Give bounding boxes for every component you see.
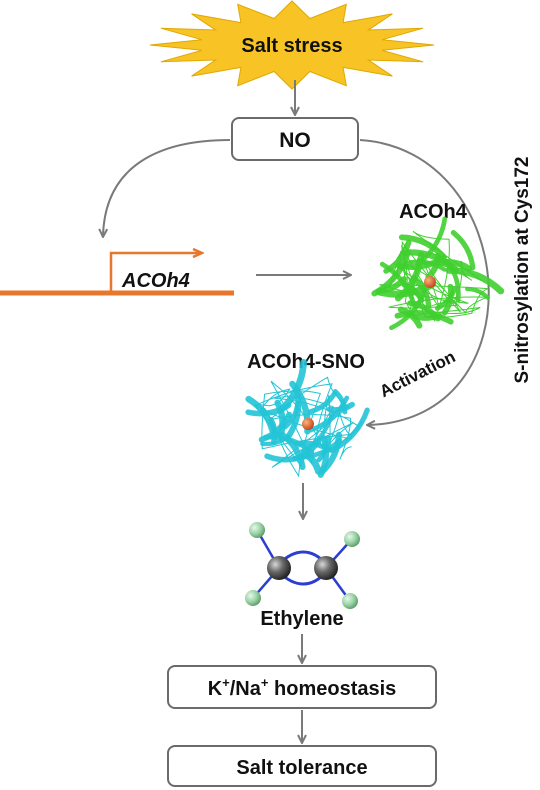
metal-ion-icon	[302, 418, 314, 430]
acoh4-sno-protein: ACOh4-SNO	[245, 351, 370, 478]
no-node: NO	[231, 117, 359, 161]
protein-helix	[394, 251, 425, 302]
salt-tolerance-box	[167, 745, 437, 787]
na-text: /Na	[230, 678, 262, 700]
na-charge: +	[261, 675, 269, 690]
protein-helix	[297, 437, 343, 460]
protein-helix	[258, 411, 292, 443]
protein-coil	[254, 376, 363, 478]
activation-label: Activation	[377, 347, 459, 401]
burst-shape	[149, 0, 435, 90]
protein-helix	[450, 230, 476, 271]
arrow-no-to-gene	[103, 139, 231, 236]
ethylene-molecule-icon	[245, 522, 360, 609]
no-label: NO	[279, 129, 311, 152]
acoh4-protein-label: ACOh4	[399, 201, 468, 223]
protein-coil	[379, 230, 489, 322]
protein-sno-structure-icon	[245, 358, 370, 478]
protein-helix	[398, 234, 446, 259]
protein-structure-icon	[371, 216, 505, 331]
acoh4-protein: ACOh4	[371, 201, 505, 331]
salt-tolerance-node: Salt tolerance	[167, 745, 437, 787]
gene-node: ACOh4	[0, 253, 234, 296]
salt-tolerance-label: Salt tolerance	[236, 757, 367, 779]
homeostasis-node: K+/Na+ homeostasis	[167, 665, 437, 709]
metal-ion-icon	[424, 276, 436, 288]
salt-stress-burst: Salt stress	[149, 0, 435, 90]
protein-helix	[329, 407, 370, 453]
promoter-arrow	[109, 253, 202, 291]
k-charge: +	[222, 675, 230, 690]
no-box	[231, 117, 359, 161]
homeostasis-box	[167, 665, 437, 709]
homeostasis-label: K+/Na+ homeostasis	[208, 675, 397, 700]
protein-helix	[465, 286, 490, 300]
k-text: K	[208, 678, 223, 700]
homeostasis-text: homeostasis	[268, 678, 396, 700]
protein-helix	[441, 283, 454, 316]
protein-helix	[397, 306, 423, 329]
ethylene-label: Ethylene	[260, 608, 343, 630]
salt-stress-label: Salt stress	[241, 35, 342, 57]
gene-label: ACOh4	[121, 270, 190, 292]
nitrosylation-label: S-nitrosylation at Cys172	[512, 156, 533, 383]
protein-helix	[444, 259, 461, 303]
protein-helix	[377, 276, 407, 294]
